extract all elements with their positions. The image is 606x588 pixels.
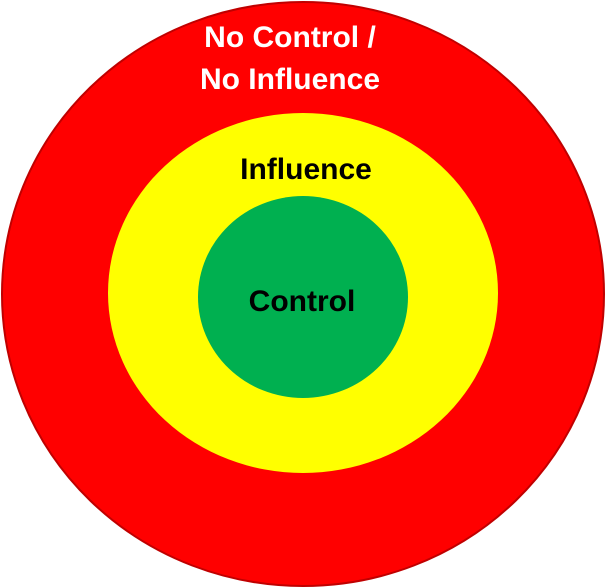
control-label: Control — [249, 285, 356, 318]
no-control-label-line1: No Control / — [204, 21, 376, 54]
no-control-label-line2: No Influence — [200, 63, 380, 96]
influence-label: Influence — [240, 153, 372, 186]
control-circle — [198, 196, 408, 398]
